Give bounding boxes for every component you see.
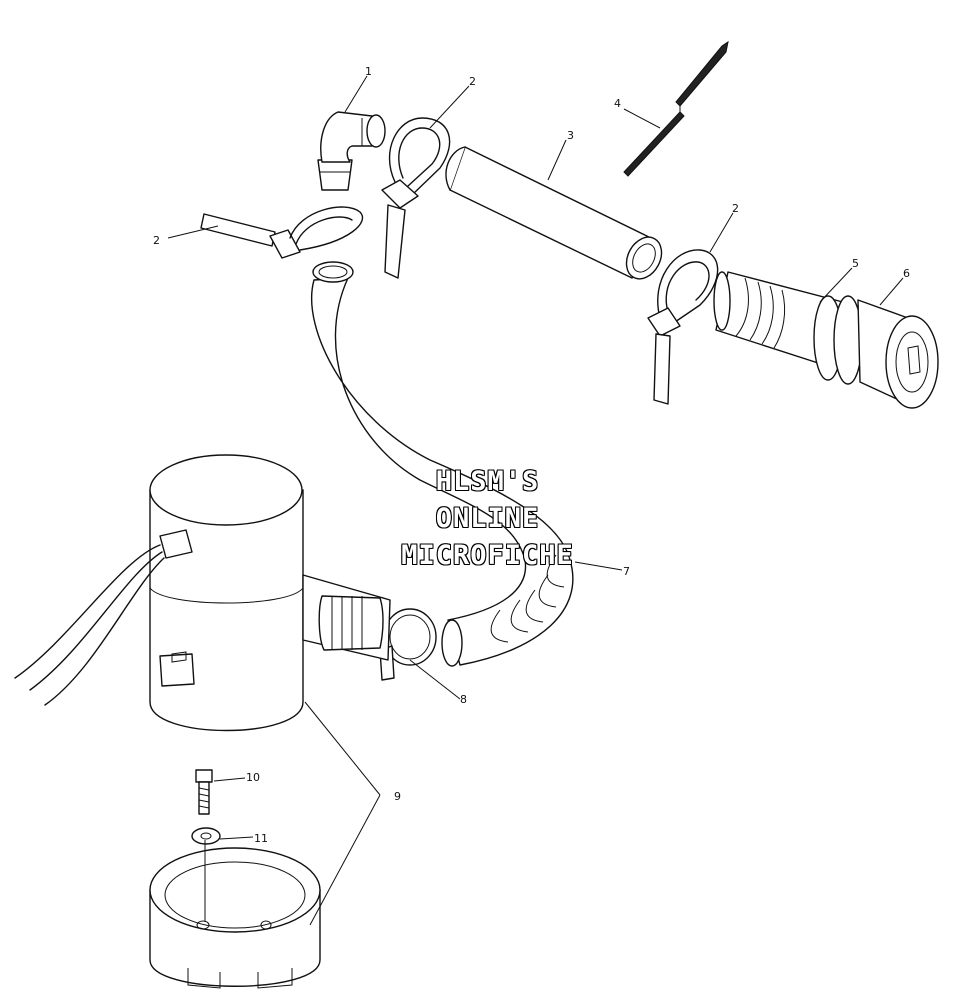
callouts: 1 2 2 2 3 4 5 6 7 8 9 10 11 <box>153 65 910 845</box>
callout-11: 11 <box>254 832 268 845</box>
callout-3: 3 <box>567 129 574 142</box>
callout-2a: 2 <box>469 75 476 88</box>
hose-clamp-right <box>647 249 719 405</box>
cable-tie <box>623 40 729 177</box>
callout-9: 9 <box>394 790 401 803</box>
watermark-line-3: MICROFICHE <box>401 540 574 571</box>
watermark-line-2: ONLINE <box>435 503 540 534</box>
hose-clamp-small <box>379 608 437 681</box>
thru-hull-nut <box>857 299 939 409</box>
callout-10: 10 <box>246 771 260 784</box>
elbow-fitting <box>317 111 386 191</box>
pump-base <box>149 840 321 989</box>
callout-2b: 2 <box>153 234 160 247</box>
leader-lines <box>167 75 904 926</box>
hose-clamp-upper <box>381 117 451 279</box>
callout-5: 5 <box>852 257 859 270</box>
callout-4: 4 <box>614 97 621 110</box>
callout-8: 8 <box>460 693 467 706</box>
thru-hull-fitting <box>713 271 863 385</box>
callout-7: 7 <box>623 565 630 578</box>
straight-tube <box>445 146 663 280</box>
callout-2c: 2 <box>732 202 739 215</box>
callout-1: 1 <box>365 65 372 78</box>
callout-6: 6 <box>903 267 910 280</box>
hose-clamp-left <box>200 206 364 259</box>
bilge-pump <box>14 454 391 732</box>
watermark-line-1: HLSM'S <box>435 466 540 497</box>
curved-hose <box>310 261 574 667</box>
washer <box>191 827 221 845</box>
mounting-screw <box>195 769 213 815</box>
